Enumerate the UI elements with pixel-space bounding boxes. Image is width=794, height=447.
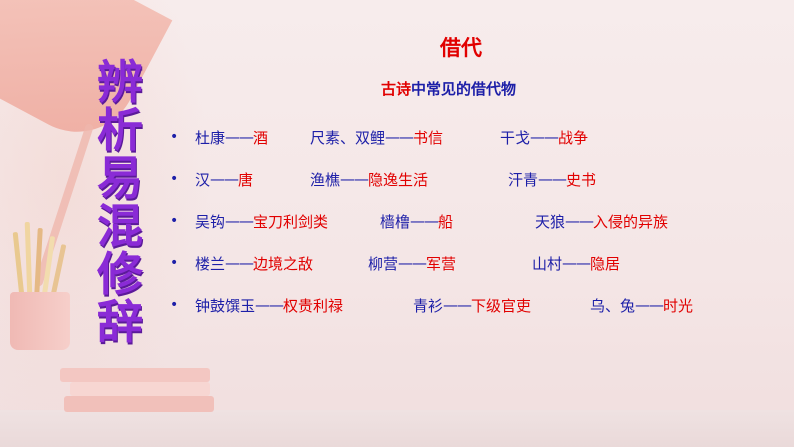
entry-dash: —— xyxy=(398,254,427,272)
bullet-dot-icon: • xyxy=(170,297,179,313)
metonymy-entry: 青衫——下级官吏 xyxy=(413,284,531,326)
entry-meaning: 战争 xyxy=(558,128,589,147)
subtitle-part1: 古诗 xyxy=(381,80,412,98)
title-char: 修 xyxy=(97,247,143,301)
entry-meaning: 宝刀利剑类 xyxy=(253,212,329,231)
entry-meaning: 时光 xyxy=(663,296,694,315)
metonymy-entry: 杜康——酒 xyxy=(195,116,268,158)
metonymy-entry: 乌、兔——时光 xyxy=(590,284,693,326)
book-stack-item xyxy=(70,382,210,396)
entry-meaning: 入侵的异族 xyxy=(593,212,669,231)
entry-term: 汗青 xyxy=(508,170,539,189)
entry-dash: —— xyxy=(210,170,239,188)
entry-meaning: 船 xyxy=(438,212,454,231)
entry-term: 吴钩 xyxy=(195,212,226,231)
entry-term: 柳营 xyxy=(368,254,399,273)
vertical-title: 辨 析 易 混 修 辞 xyxy=(95,58,145,346)
page-title: 借代 xyxy=(440,36,482,60)
entry-meaning: 书信 xyxy=(413,128,444,147)
entry-dash: —— xyxy=(225,128,254,146)
list-item: • 杜康——酒 尺素、双鲤——书信 干戈——战争 xyxy=(170,116,588,158)
metonymy-entry: 吴钩——宝刀利剑类 xyxy=(195,200,328,242)
bullet-dot-icon: • xyxy=(170,129,179,145)
metonymy-entry: 樯橹——船 xyxy=(380,200,453,242)
title-char: 混 xyxy=(97,199,143,253)
list-item: • 吴钩——宝刀利剑类 樯橹——船 天狼——入侵的异族 xyxy=(170,200,668,242)
metonymy-entry: 尺素、双鲤——书信 xyxy=(310,116,443,158)
metonymy-entry: 柳营——军营 xyxy=(368,242,456,284)
entry-term: 汉 xyxy=(195,170,211,189)
entry-meaning: 酒 xyxy=(253,128,269,147)
entry-term: 钟鼓馔玉 xyxy=(195,296,256,315)
entry-dash: —— xyxy=(340,170,369,188)
entry-term: 青衫 xyxy=(413,296,444,315)
entry-meaning: 史书 xyxy=(566,170,597,189)
title-char: 析 xyxy=(97,103,143,157)
entry-dash: —— xyxy=(410,212,439,230)
metonymy-entry: 钟鼓馔玉——权贵利禄 xyxy=(195,284,343,326)
metonymy-list: • 杜康——酒 尺素、双鲤——书信 干戈——战争 • 汉——唐 渔樵——隐逸生活… xyxy=(170,116,693,326)
entry-dash: —— xyxy=(255,296,284,314)
metonymy-entry: 干戈——战争 xyxy=(500,116,588,158)
entry-meaning: 军营 xyxy=(426,254,457,273)
title-char: 易 xyxy=(97,151,143,205)
entry-dash: —— xyxy=(538,170,567,188)
book-stack-item xyxy=(64,396,214,412)
entry-term: 干戈 xyxy=(500,128,531,147)
entry-meaning: 隐居 xyxy=(590,254,621,273)
metonymy-entry: 山村——隐居 xyxy=(532,242,620,284)
entry-term: 楼兰 xyxy=(195,254,226,273)
metonymy-entry: 天狼——入侵的异族 xyxy=(535,200,668,242)
title-char: 辨 xyxy=(97,55,143,109)
book-stack-item xyxy=(60,368,210,382)
entry-dash: —— xyxy=(443,296,472,314)
metonymy-entry: 楼兰——边境之敌 xyxy=(195,242,313,284)
entry-meaning: 唐 xyxy=(238,170,254,189)
list-item: • 钟鼓馔玉——权贵利禄 青衫——下级官吏 乌、兔——时光 xyxy=(170,284,693,326)
entry-dash: —— xyxy=(225,212,254,230)
title-char: 辞 xyxy=(97,295,143,349)
entry-term: 杜康 xyxy=(195,128,226,147)
metonymy-entry: 汗青——史书 xyxy=(508,158,596,200)
entry-dash: —— xyxy=(225,254,254,272)
entry-meaning: 隐逸生活 xyxy=(368,170,429,189)
bullet-dot-icon: • xyxy=(170,213,179,229)
subtitle-part2: 中常见的借代物 xyxy=(411,80,517,98)
entry-term: 天狼 xyxy=(535,212,566,231)
entry-dash: —— xyxy=(635,296,664,314)
entry-dash: —— xyxy=(565,212,594,230)
bullet-dot-icon: • xyxy=(170,255,179,271)
list-item: • 楼兰——边境之敌 柳营——军营 山村——隐居 xyxy=(170,242,620,284)
entry-term: 樯橹 xyxy=(380,212,411,231)
entry-dash: —— xyxy=(562,254,591,272)
entry-term: 渔樵 xyxy=(310,170,341,189)
entry-dash: —— xyxy=(530,128,559,146)
bullet-dot-icon: • xyxy=(170,171,179,187)
entry-dash: —— xyxy=(385,128,414,146)
entry-term: 乌、兔 xyxy=(590,296,636,315)
entry-meaning: 下级官吏 xyxy=(471,296,532,315)
entry-meaning: 边境之敌 xyxy=(253,254,314,273)
table-surface xyxy=(0,410,794,447)
list-item: • 汉——唐 渔樵——隐逸生活 汗青——史书 xyxy=(170,158,596,200)
subtitle: 古诗中常见的借代物 xyxy=(381,78,516,99)
entry-term: 尺素、双鲤 xyxy=(310,128,386,147)
metonymy-entry: 渔樵——隐逸生活 xyxy=(310,158,428,200)
metonymy-entry: 汉——唐 xyxy=(195,158,253,200)
entry-term: 山村 xyxy=(532,254,563,273)
pencil-cup xyxy=(10,292,70,350)
entry-meaning: 权贵利禄 xyxy=(283,296,344,315)
